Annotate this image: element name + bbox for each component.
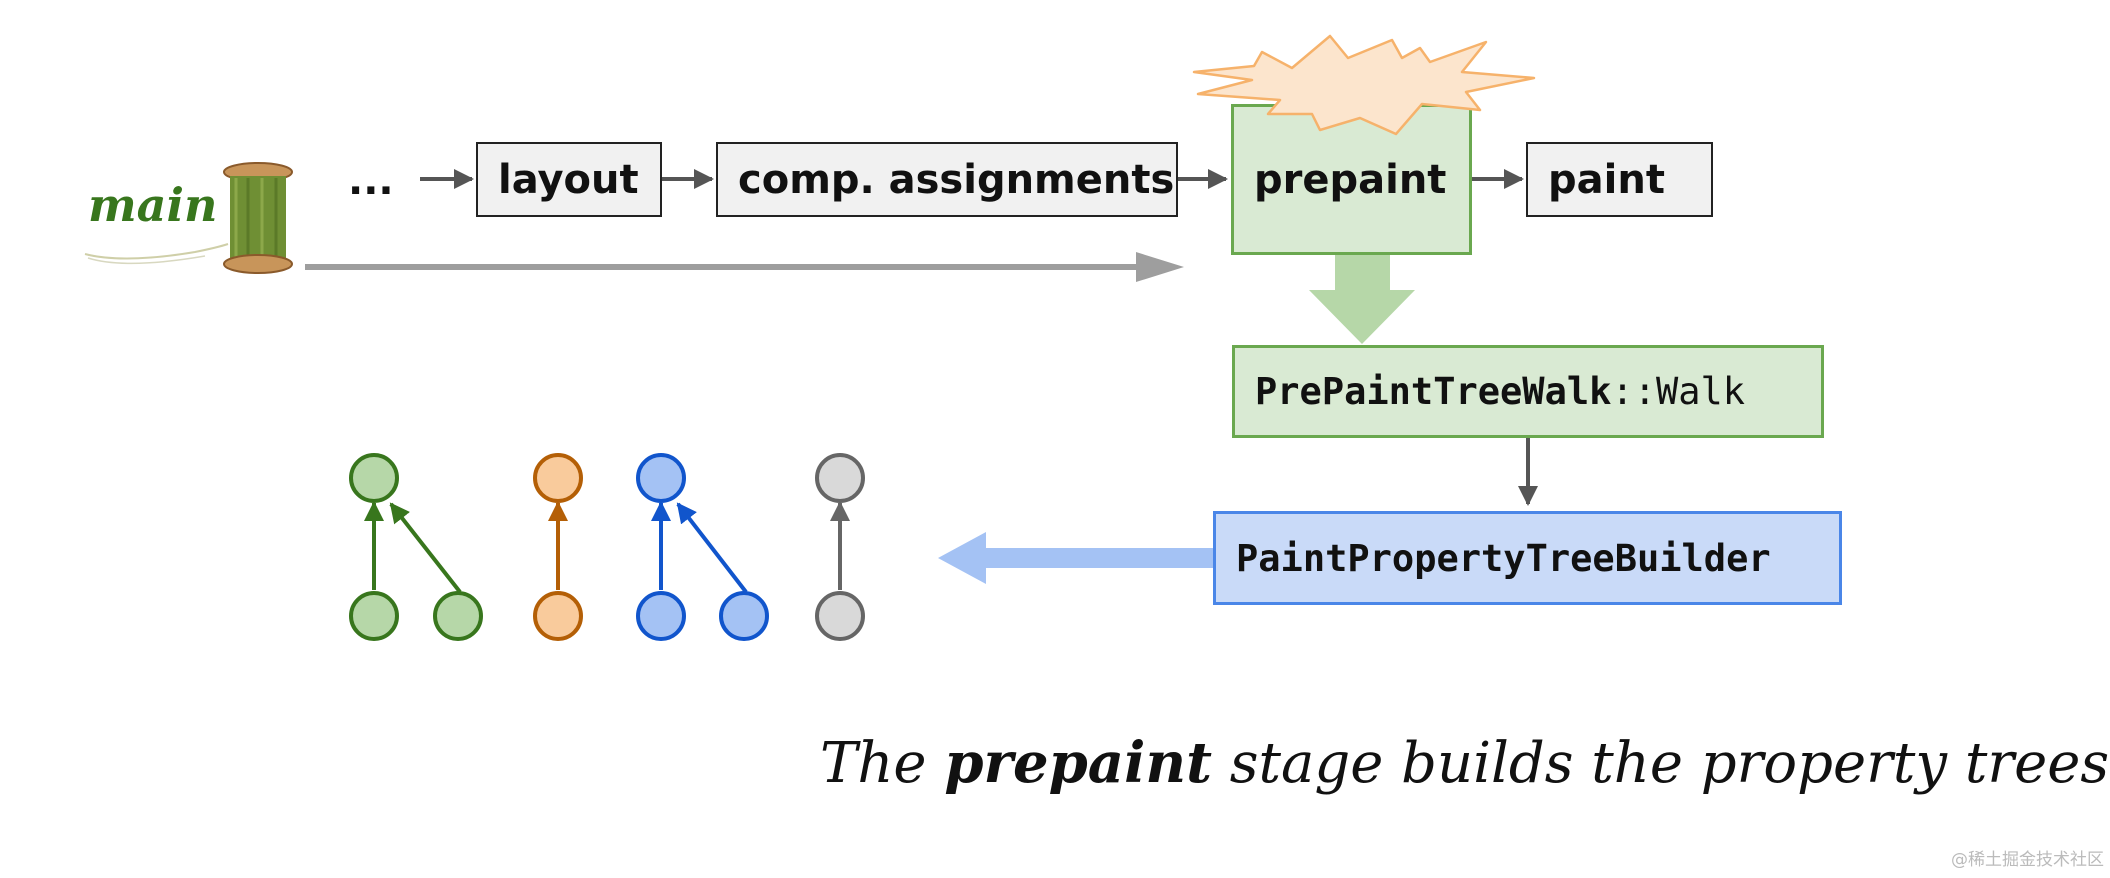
stage-comp-assignments: comp. assignments xyxy=(716,142,1178,217)
main-thread-timeline-arrow xyxy=(305,252,1184,282)
property-tree-orange xyxy=(533,453,583,641)
tree-node xyxy=(815,453,865,503)
caption-before: The xyxy=(820,731,945,796)
tree-node xyxy=(719,591,769,641)
builder-output-arrow xyxy=(938,532,1213,584)
tree-node xyxy=(349,591,399,641)
tree-node xyxy=(533,453,583,503)
walk-scope-separator: :: xyxy=(1611,370,1656,413)
property-tree-blue xyxy=(636,453,769,641)
tree-node xyxy=(433,591,483,641)
caption-after: stage builds the property trees. xyxy=(1211,731,2110,796)
pipeline-ellipsis: ... xyxy=(348,158,394,204)
stage-prepaint: prepaint xyxy=(1231,104,1472,255)
tree-node xyxy=(636,591,686,641)
thread-spool-icon xyxy=(84,162,293,274)
walk-class-name: PrePaintTreeWalk xyxy=(1255,370,1612,413)
caption: The prepaint stage builds the property t… xyxy=(820,730,2110,796)
property-tree-green xyxy=(349,453,483,641)
stage-comp-assignments-label: comp. assignments xyxy=(738,156,1175,203)
watermark: @稀土掘金技术社区 xyxy=(1951,850,2104,870)
property-tree-gray xyxy=(815,453,865,641)
tree-node xyxy=(349,453,399,503)
paint-property-tree-builder-box: PaintPropertyTreeBuilder xyxy=(1213,511,1842,605)
caption-emphasis: prepaint xyxy=(944,730,1212,796)
stage-paint: paint xyxy=(1526,142,1713,217)
stage-layout: layout xyxy=(476,142,662,217)
prepaint-tree-walk-box: PrePaintTreeWalk::Walk xyxy=(1232,345,1824,438)
stage-paint-label: paint xyxy=(1548,156,1665,203)
prepaint-down-arrow xyxy=(1309,255,1415,344)
walk-method-name: Walk xyxy=(1655,370,1746,413)
stage-prepaint-label: prepaint xyxy=(1254,157,1447,203)
stage-layout-label: layout xyxy=(498,156,639,203)
tree-node xyxy=(636,453,686,503)
tree-node xyxy=(815,591,865,641)
builder-name: PaintPropertyTreeBuilder xyxy=(1236,536,1771,580)
tree-node xyxy=(533,591,583,641)
main-thread-label: main xyxy=(88,178,218,232)
